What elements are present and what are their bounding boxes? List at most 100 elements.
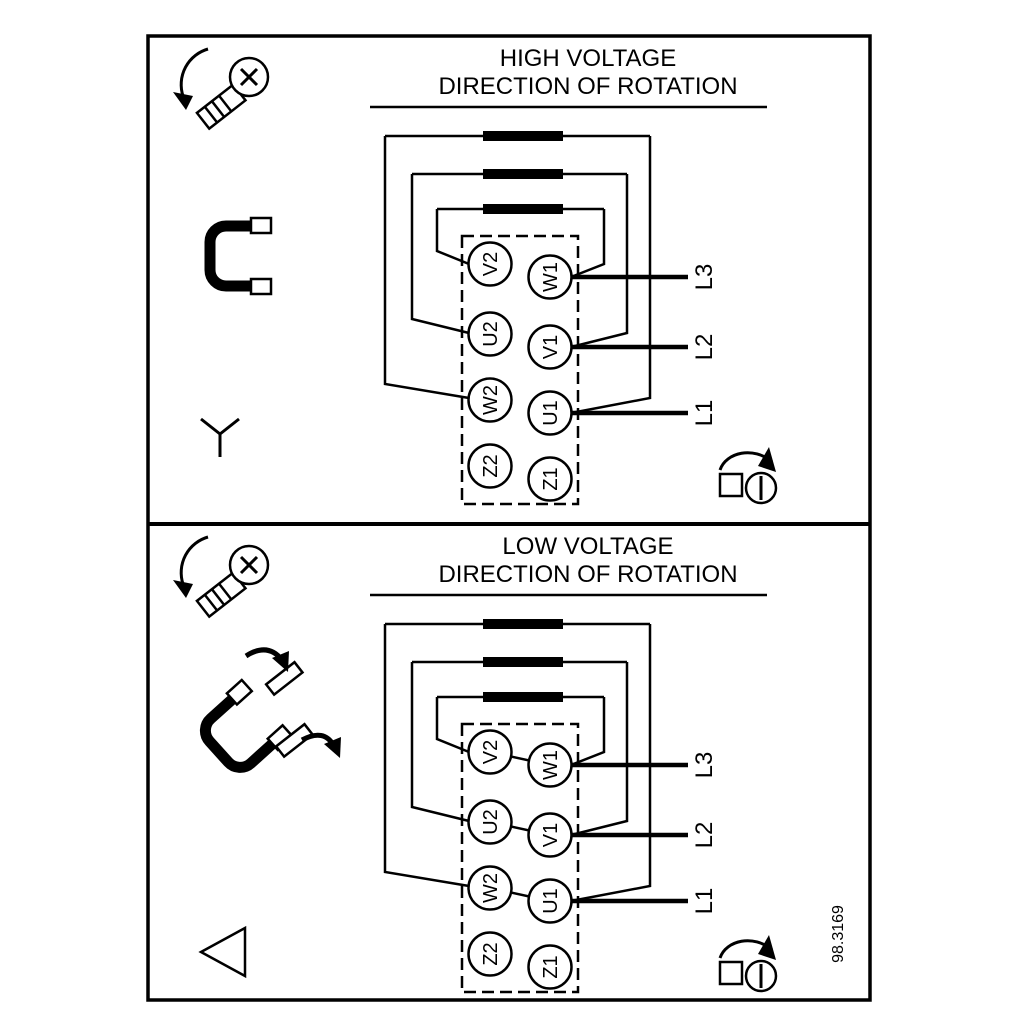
terminal-circle bbox=[527, 812, 573, 858]
supply-line-label-3: L1 bbox=[691, 888, 718, 915]
bracket-body bbox=[199, 690, 282, 773]
supply-line-label-2: L2 bbox=[691, 334, 718, 361]
terminal-circle bbox=[467, 931, 513, 977]
terminal-right-3: U1 bbox=[527, 390, 573, 436]
terminal-circle bbox=[527, 324, 573, 370]
terminal-label: U2 bbox=[480, 321, 502, 347]
terminal-label: Z2 bbox=[480, 454, 502, 477]
terminal-label: V1 bbox=[540, 823, 562, 847]
terminal-label: U2 bbox=[480, 809, 502, 835]
terminal-circle bbox=[467, 729, 513, 775]
pump-rotation-icon bbox=[718, 935, 778, 993]
rotation-arrow-curve bbox=[179, 47, 209, 97]
jumper-bar-1 bbox=[483, 131, 563, 141]
pump-arrow-head bbox=[758, 447, 776, 472]
star-leg-up-right bbox=[219, 417, 240, 436]
terminal-label: Z1 bbox=[540, 955, 562, 978]
terminal-box bbox=[460, 722, 580, 994]
outer-frame bbox=[146, 34, 872, 1002]
terminal-circle bbox=[467, 865, 513, 911]
terminal-label: Z2 bbox=[480, 942, 502, 965]
rotation-arrow-head bbox=[173, 92, 193, 110]
supply-line-label-1: L3 bbox=[691, 264, 718, 291]
bracket-rotated-group bbox=[199, 678, 295, 773]
terminal-circle bbox=[527, 742, 573, 788]
terminal-label: U1 bbox=[540, 400, 562, 426]
jumper-bracket-icon bbox=[204, 216, 273, 296]
loose-jumper-2 bbox=[274, 722, 315, 759]
pump-body bbox=[718, 472, 744, 498]
terminal-label: W1 bbox=[540, 262, 562, 292]
rotation-arrow-curve bbox=[179, 535, 209, 585]
pump-rotation-icon bbox=[718, 447, 778, 505]
move-arrow-1-head bbox=[272, 651, 289, 672]
terminal-left-4: Z2 bbox=[467, 931, 513, 977]
terminal-right-1: W1 bbox=[527, 254, 573, 300]
terminal-left-1: V2 bbox=[467, 241, 513, 287]
jumper-bar-3 bbox=[483, 692, 563, 702]
terminal-label: W2 bbox=[480, 873, 502, 903]
panel-title-line-1: LOW VOLTAGE bbox=[502, 533, 673, 560]
terminal-circle bbox=[467, 443, 513, 489]
rotation-arrow-head bbox=[173, 580, 193, 598]
panel-title-line-2: DIRECTION OF ROTATION bbox=[438, 73, 737, 100]
panel-high-voltage: HIGH VOLTAGE DIRECTION OF ROTATION bbox=[173, 45, 778, 506]
jumper-bar-2 bbox=[483, 169, 563, 179]
terminal-right-2: V1 bbox=[527, 324, 573, 370]
terminal-circle bbox=[467, 377, 513, 423]
terminal-left-2: U2 bbox=[467, 799, 513, 845]
bracket-contact-bottom bbox=[249, 277, 273, 296]
terminal-right-1: W1 bbox=[527, 742, 573, 788]
terminal-box bbox=[460, 234, 580, 506]
panel-title-line-1: HIGH VOLTAGE bbox=[500, 45, 676, 72]
screw-rotation-icon bbox=[173, 535, 270, 619]
panel-low-voltage: LOW VOLTAGE DIRECTION OF ROTATION bbox=[173, 533, 778, 994]
terminal-right-4: Z1 bbox=[527, 456, 573, 502]
bracket-contact-top bbox=[249, 216, 273, 235]
terminal-label: V2 bbox=[480, 740, 502, 764]
terminal-label: U1 bbox=[540, 888, 562, 914]
screw-phillips-cross-icon bbox=[239, 67, 259, 87]
move-arrow-2-head bbox=[324, 737, 341, 758]
terminal-label: W1 bbox=[540, 750, 562, 780]
figure-number: 98.3169 bbox=[830, 905, 847, 963]
terminal-circle bbox=[467, 311, 513, 357]
jumper-bar-2 bbox=[483, 657, 563, 667]
terminal-label: W2 bbox=[480, 385, 502, 415]
terminal-right-3: U1 bbox=[527, 878, 573, 924]
screw-threads bbox=[203, 582, 233, 612]
bracket-contact-top bbox=[225, 678, 254, 707]
screw-rotation-icon bbox=[173, 47, 270, 131]
screw-threads bbox=[203, 94, 233, 124]
star-connection-icon bbox=[200, 417, 240, 457]
delta-connection-icon bbox=[198, 925, 247, 979]
supply-line-label-2: L2 bbox=[691, 822, 718, 849]
loose-jumper-1 bbox=[264, 660, 305, 697]
screw-shaft-group bbox=[195, 82, 248, 131]
pump-body bbox=[718, 960, 744, 986]
terminal-circle bbox=[527, 456, 573, 502]
terminal-circle bbox=[467, 241, 513, 287]
terminal-circle bbox=[527, 254, 573, 300]
terminal-circle bbox=[527, 878, 573, 924]
jumper-bar-1 bbox=[483, 619, 563, 629]
terminal-left-4: Z2 bbox=[467, 443, 513, 489]
terminal-circle bbox=[467, 799, 513, 845]
terminal-left-3: W2 bbox=[467, 377, 513, 423]
terminal-circle bbox=[527, 944, 573, 990]
star-leg-up-left bbox=[200, 417, 221, 436]
terminal-circle bbox=[527, 390, 573, 436]
terminal-label: V2 bbox=[480, 252, 502, 276]
panel-title-line-2: DIRECTION OF ROTATION bbox=[438, 561, 737, 588]
bracket-body bbox=[204, 220, 258, 292]
terminal-label: V1 bbox=[540, 335, 562, 359]
terminal-label: Z1 bbox=[540, 467, 562, 490]
supply-line-label-1: L3 bbox=[691, 752, 718, 779]
supply-line-label-3: L1 bbox=[691, 400, 718, 427]
terminal-right-4: Z1 bbox=[527, 944, 573, 990]
terminal-left-3: W2 bbox=[467, 865, 513, 911]
screw-phillips-cross-icon bbox=[239, 555, 259, 575]
jumper-bar-3 bbox=[483, 204, 563, 214]
